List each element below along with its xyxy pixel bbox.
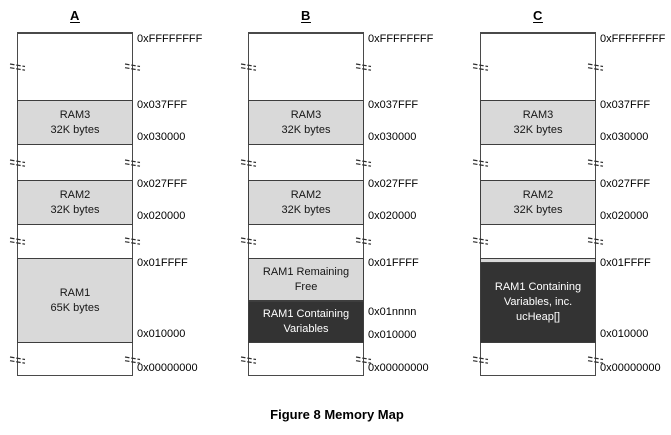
break-mark-icon bbox=[587, 60, 605, 72]
region-label-line: 32K bytes bbox=[281, 203, 331, 216]
break-mark-icon bbox=[587, 353, 605, 365]
region-label-line: 32K bytes bbox=[50, 123, 100, 136]
figure-caption: Figure 8 Memory Map bbox=[270, 407, 404, 422]
address-label: 0xFFFFFFFF bbox=[600, 33, 666, 45]
region-label-line: RAM3 bbox=[59, 108, 91, 121]
region-label-line: 32K bytes bbox=[513, 203, 563, 216]
address-label: 0x010000 bbox=[368, 329, 417, 341]
region-ram2: RAM2 32K bytes bbox=[480, 180, 596, 225]
address-label: 0x01FFFF bbox=[137, 257, 188, 269]
region-ram3: RAM3 32K bytes bbox=[480, 100, 596, 145]
break-mark-icon bbox=[472, 156, 490, 168]
region-label-line: RAM1 Containing bbox=[262, 308, 350, 320]
region-label-line: RAM1 Containing bbox=[494, 281, 582, 293]
break-mark-icon bbox=[9, 60, 27, 72]
break-mark-icon bbox=[9, 156, 27, 168]
break-mark-icon bbox=[124, 60, 142, 72]
break-mark-icon bbox=[240, 60, 258, 72]
address-label: 0xFFFFFFFF bbox=[368, 33, 434, 45]
region-label-line: RAM3 bbox=[290, 108, 322, 121]
break-mark-icon bbox=[9, 353, 27, 365]
region-label-line: 65K bytes bbox=[50, 301, 100, 314]
address-label: 0x027FFF bbox=[368, 178, 419, 190]
region-ram1: RAM1 65K bytes bbox=[17, 258, 133, 343]
address-label: 0x020000 bbox=[368, 210, 417, 222]
address-label: 0x030000 bbox=[600, 131, 649, 143]
region-label-line: Variables, inc. bbox=[503, 296, 573, 308]
break-mark-icon bbox=[587, 156, 605, 168]
region-label-line: Variables bbox=[283, 323, 329, 335]
column-header-c: C bbox=[533, 8, 543, 23]
region-label-line: RAM1 bbox=[59, 286, 91, 299]
region-ram2: RAM2 32K bytes bbox=[248, 180, 364, 225]
region-label-line: 32K bytes bbox=[513, 123, 563, 136]
address-label: 0x01nnnn bbox=[368, 306, 417, 318]
column-header-b: B bbox=[301, 8, 311, 23]
break-mark-icon bbox=[472, 353, 490, 365]
break-mark-icon bbox=[9, 234, 27, 246]
address-label: 0x00000000 bbox=[368, 362, 429, 374]
region-label-line: RAM2 bbox=[59, 188, 91, 201]
region-label-line: Free bbox=[294, 280, 318, 293]
region-label-line: RAM3 bbox=[522, 108, 554, 121]
break-mark-icon bbox=[472, 234, 490, 246]
address-label: 0x037FFF bbox=[137, 99, 188, 111]
address-label: 0x00000000 bbox=[600, 362, 661, 374]
break-mark-icon bbox=[124, 234, 142, 246]
address-label: 0x027FFF bbox=[137, 178, 188, 190]
break-mark-icon bbox=[355, 353, 373, 365]
region-label-line: RAM1 Remaining bbox=[262, 265, 350, 278]
address-label: 0x030000 bbox=[368, 131, 417, 143]
address-label: 0x00000000 bbox=[137, 362, 198, 374]
address-label: 0x030000 bbox=[137, 131, 186, 143]
break-mark-icon bbox=[355, 156, 373, 168]
column-header-a: A bbox=[70, 8, 80, 23]
break-mark-icon bbox=[240, 156, 258, 168]
break-mark-icon bbox=[587, 234, 605, 246]
break-mark-icon bbox=[355, 234, 373, 246]
address-label: 0x037FFF bbox=[368, 99, 419, 111]
address-label: 0x01FFFF bbox=[368, 257, 419, 269]
address-label: 0x01FFFF bbox=[600, 257, 651, 269]
region-label-line: 32K bytes bbox=[281, 123, 331, 136]
address-label: 0xFFFFFFFF bbox=[137, 33, 203, 45]
break-mark-icon bbox=[124, 353, 142, 365]
address-label: 0x010000 bbox=[137, 328, 186, 340]
address-label: 0x020000 bbox=[600, 210, 649, 222]
region-label-line: 32K bytes bbox=[50, 203, 100, 216]
address-label: 0x037FFF bbox=[600, 99, 651, 111]
region-ram3: RAM3 32K bytes bbox=[248, 100, 364, 145]
break-mark-icon bbox=[124, 156, 142, 168]
region-ram3: RAM3 32K bytes bbox=[17, 100, 133, 145]
address-label: 0x020000 bbox=[137, 210, 186, 222]
break-mark-icon bbox=[240, 234, 258, 246]
break-mark-icon bbox=[240, 353, 258, 365]
region-label-line: ucHeap[] bbox=[515, 311, 561, 323]
address-label: 0x027FFF bbox=[600, 178, 651, 190]
address-label: 0x010000 bbox=[600, 328, 649, 340]
region-ram2: RAM2 32K bytes bbox=[17, 180, 133, 225]
break-mark-icon bbox=[472, 60, 490, 72]
region-label-line: RAM2 bbox=[290, 188, 322, 201]
break-mark-icon bbox=[355, 60, 373, 72]
region-label-line: RAM2 bbox=[522, 188, 554, 201]
